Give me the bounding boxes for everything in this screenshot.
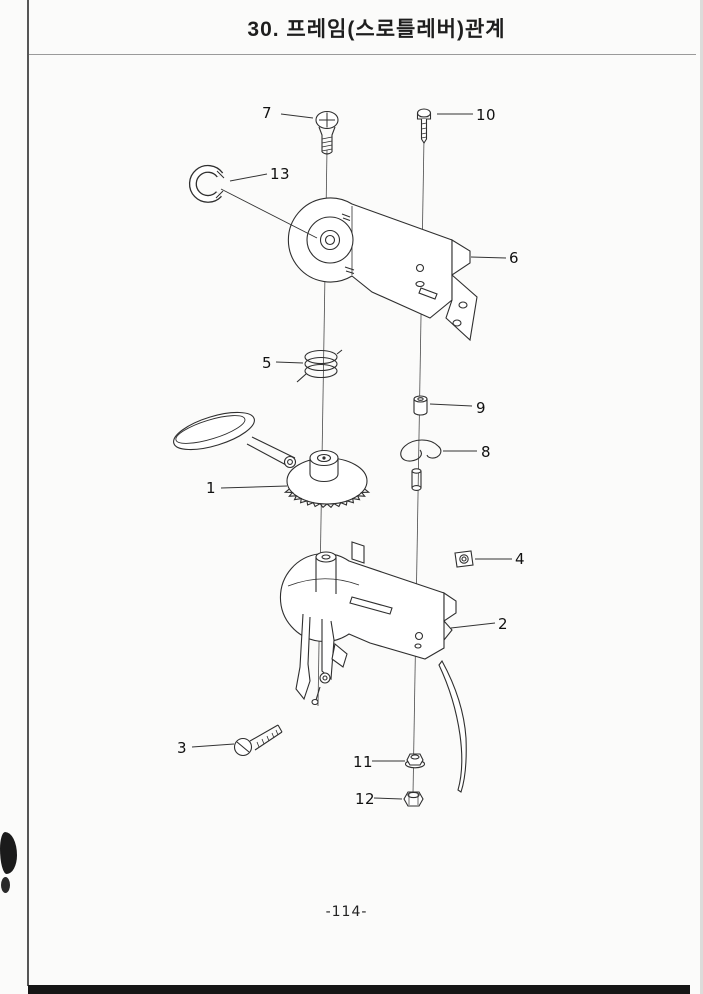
part-5-spring (296, 349, 343, 383)
part-label-9: 9 (476, 399, 487, 417)
part-label-4: 4 (515, 550, 526, 568)
leader-line-3 (191, 743, 235, 748)
leader-line-6 (470, 256, 507, 259)
part-12-nut (403, 791, 424, 807)
page-title: 30. 프레임(스로틀레버)관계 (247, 18, 506, 41)
part-2-bracket-plate (279, 541, 457, 706)
part-9-spacer (413, 395, 428, 416)
scan-smudge (0, 832, 17, 874)
clip-reference-line (220, 188, 318, 239)
part-label-6: 6 (509, 249, 520, 267)
leader-line-5 (275, 361, 304, 364)
leader-line-1 (220, 485, 288, 489)
leader-lines (191, 113, 512, 800)
part-label-5: 5 (262, 354, 273, 372)
scan-smudge-small (1, 877, 10, 893)
part-label-1: 1 (206, 479, 217, 497)
leader-line-12 (373, 797, 403, 800)
title-divider (29, 54, 696, 55)
throttle-cable-curve (438, 659, 467, 793)
part-label-12: 12 (355, 790, 376, 808)
part-label-7: 7 (262, 104, 273, 122)
part-10-screw (416, 108, 432, 145)
page-number: -114- (325, 904, 368, 920)
part-4-square-nut (454, 550, 474, 568)
leader-line-2 (450, 622, 496, 629)
part-6-cover-plate (287, 197, 478, 342)
leader-line-13 (229, 173, 268, 182)
part-label-3: 3 (177, 739, 188, 757)
scan-edge-line (27, 0, 29, 986)
part-label-10: 10 (476, 106, 497, 124)
part-8-hook-lever (400, 439, 442, 491)
part-3-screw (233, 724, 283, 757)
part-label-2: 2 (498, 615, 509, 633)
part-7-screw (315, 110, 339, 155)
part-label-8: 8 (481, 443, 492, 461)
scan-bottom-bar (28, 985, 690, 994)
part-label-13: 13 (270, 165, 291, 183)
leader-line-9 (429, 403, 473, 407)
leader-line-7 (280, 113, 314, 119)
scan-edge-right (700, 0, 703, 994)
part-11-nut (404, 753, 426, 769)
part-label-11: 11 (353, 753, 374, 771)
part-1-throttle-lever (173, 411, 371, 509)
part-13-clip (188, 164, 225, 203)
